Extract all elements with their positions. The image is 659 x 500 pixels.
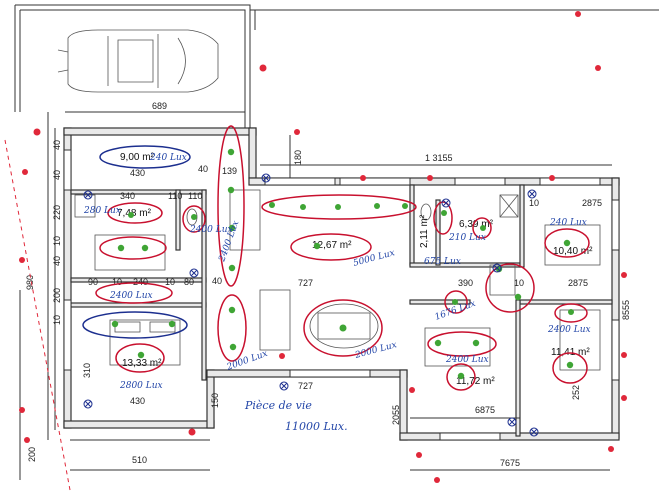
dimension-label: 40: [52, 170, 62, 180]
dimension-label: 10: [112, 277, 122, 287]
windows: [63, 149, 620, 441]
lighting-zones: [82, 125, 590, 391]
dimension-label: 510: [132, 455, 147, 465]
shower-icon: [74, 194, 519, 218]
dimension-label: 10: [52, 315, 62, 325]
interior-walls: [70, 184, 613, 437]
dimension-label: 40: [212, 276, 222, 286]
room-area: 11,72 m²: [456, 376, 495, 387]
lux-note: 675 Lux: [424, 257, 461, 267]
lux-note: 2400 Lux: [445, 355, 489, 365]
dimension-label: 390: [458, 278, 473, 288]
dimension-label: 1 3155: [425, 153, 453, 163]
room-area: 2,11 m²: [419, 214, 430, 248]
dimension-label: 220: [52, 205, 62, 220]
dimension-label: 10: [165, 277, 175, 287]
dimension-label: 2875: [568, 278, 588, 288]
dimension-label: 40: [52, 140, 62, 150]
room-area: 6,39 m²: [459, 219, 494, 230]
dimension-label: 110: [188, 191, 202, 201]
lux-note: 280 Lux: [83, 206, 121, 216]
dimension-label: 200: [52, 288, 62, 303]
dimension-label: 200: [27, 447, 37, 462]
dimension-label: 6875: [475, 405, 495, 415]
light-point-icon: [111, 148, 574, 380]
dimension-label: 310: [82, 363, 92, 378]
lux-note: 240 Lux: [549, 218, 587, 228]
dimension-label: 90: [88, 277, 98, 287]
dimension-label: 180: [293, 150, 303, 165]
dimension-label: 110: [168, 191, 182, 201]
lux-note: 240 Lux: [149, 153, 187, 163]
dimension-label: 2875: [582, 198, 602, 208]
dimension-lines: [19, 112, 612, 480]
room-area: 10,40 m²: [553, 246, 593, 257]
dimension-label: 430: [130, 168, 145, 178]
dimension-label: 252: [571, 385, 581, 400]
dimension-label: 340: [120, 191, 135, 201]
room-area: 9,00 m²: [120, 152, 155, 163]
socket-icon: [83, 173, 539, 437]
lux-note: 2400 Lux: [547, 325, 591, 335]
dimension-label: 8555: [621, 300, 631, 320]
dimension-label: 980: [25, 275, 35, 290]
carport: [14, 4, 659, 130]
lux-note: 2400 Lux: [189, 225, 233, 235]
dimension-label: 240: [133, 277, 148, 287]
lux-note: 2800 Lux: [119, 381, 163, 391]
dimension-label: 689: [152, 101, 167, 111]
dimension-label: 40: [52, 256, 62, 266]
lux-note: 5000 Lux: [352, 248, 396, 269]
living-room-note: Pièce de vie: [244, 399, 312, 412]
dimension-label: 430: [130, 396, 145, 406]
dimension-label: 7675: [500, 458, 520, 468]
dimension-label: 10: [514, 278, 524, 288]
room-area: 13,33 m²: [122, 358, 162, 369]
dimension-label: 727: [298, 381, 313, 391]
dimension-label: 139: [222, 166, 237, 176]
lux-note: 210 Lux: [448, 233, 486, 243]
living-room-lux: 11000 Lux.: [285, 420, 348, 433]
car-icon: [57, 29, 219, 93]
dimension-label: 80: [184, 277, 194, 287]
toilet-icon: [186, 203, 432, 226]
outdoor-light-icon: [19, 11, 627, 483]
dimension-label: 10: [52, 236, 62, 246]
room-area: 7,48 m²: [117, 208, 152, 219]
dimension-label: 2055: [391, 405, 401, 425]
room-area: 12,67 m²: [312, 240, 352, 251]
dimension-label: 727: [298, 278, 313, 288]
property-boundary: [4, 139, 71, 491]
dimension-label: 150: [210, 393, 220, 408]
lux-note: 2400 Lux: [109, 291, 153, 301]
dimension-label: 10: [529, 198, 539, 208]
dimension-label: 40: [198, 164, 208, 174]
